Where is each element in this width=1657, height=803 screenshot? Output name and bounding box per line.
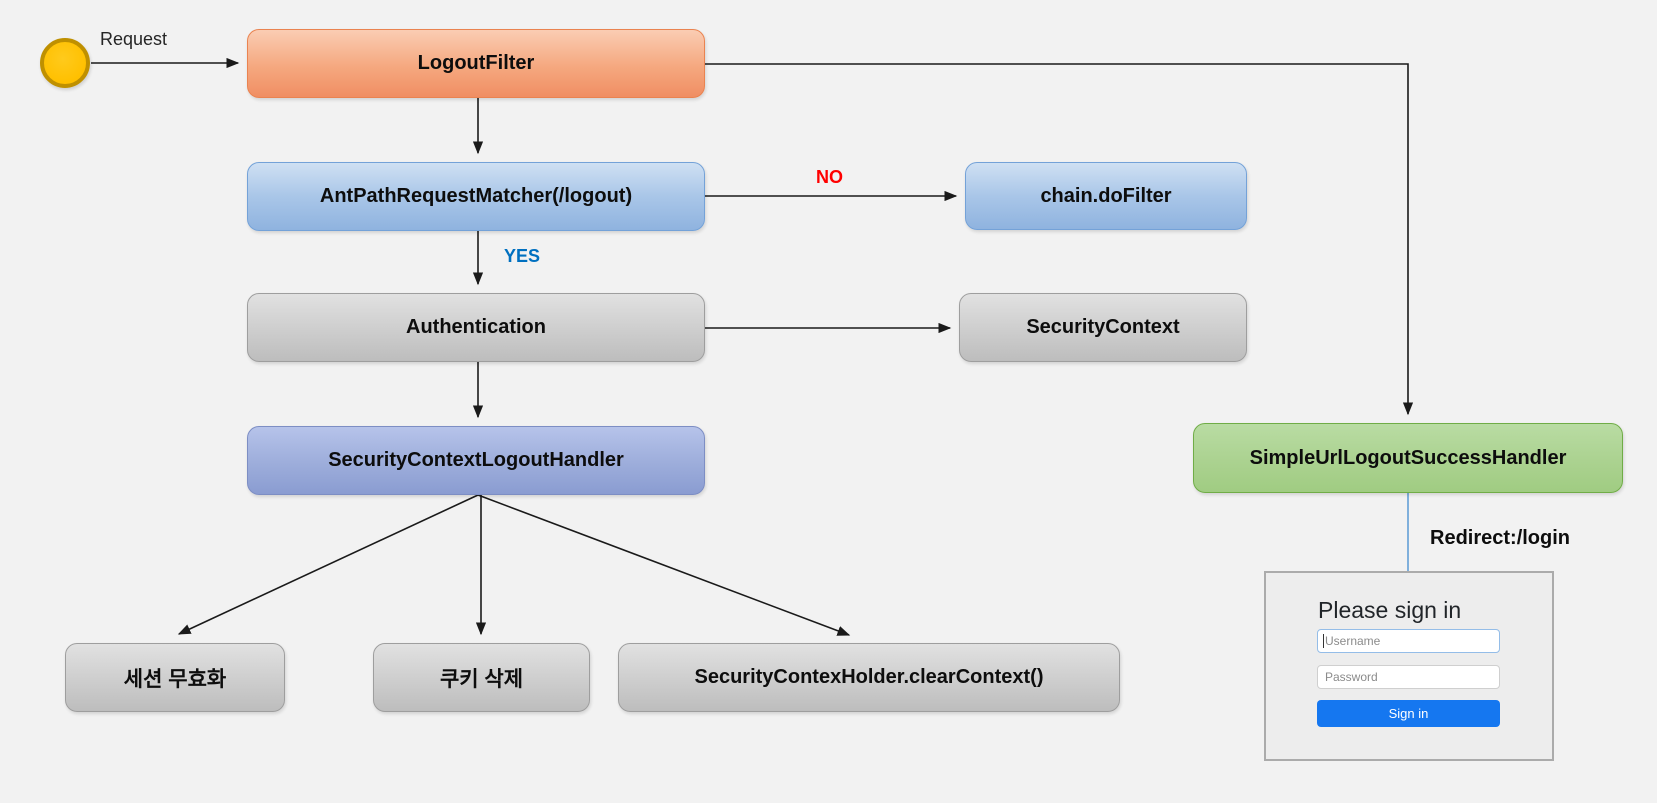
- node-security-context-logout-handler: SecurityContextLogoutHandler: [247, 426, 705, 495]
- login-form-title: Please sign in: [1318, 597, 1462, 623]
- no-edge-label: NO: [816, 167, 843, 187]
- redirect-login-label: Redirect:/login: [1430, 527, 1571, 549]
- wire-logouthandler-to-clearcontext: [477, 494, 851, 636]
- node-ant-path-request-matcher: AntPathRequestMatcher(/logout): [247, 162, 705, 231]
- node-session-invalidation: 세션 무효화: [65, 643, 285, 712]
- node-cookie-delete: 쿠키 삭제: [373, 643, 590, 712]
- username-input[interactable]: [1317, 629, 1500, 653]
- node-logout-filter: LogoutFilter: [247, 29, 705, 98]
- node-simple-url-logout-success-handler: SimpleUrlLogoutSuccessHandler: [1193, 423, 1623, 493]
- yes-edge-label: YES: [504, 246, 541, 266]
- node-clear-context: SecurityContexHolder.clearContext(): [618, 643, 1120, 712]
- node-chain-do-filter: chain.doFilter: [965, 162, 1247, 230]
- wire-logouthandler-to-session: [177, 494, 479, 635]
- wire-logoutfilter-to-successhandler: [705, 63, 1414, 416]
- request-label: Request: [100, 29, 168, 49]
- node-security-context: SecurityContext: [959, 293, 1247, 362]
- node-authentication: Authentication: [247, 293, 705, 362]
- start-circle: [40, 38, 90, 88]
- sign-in-button[interactable]: Sign in: [1317, 700, 1500, 727]
- login-form: Please sign in Sign in: [1264, 571, 1554, 761]
- password-input[interactable]: [1317, 665, 1500, 689]
- text-cursor: [1323, 634, 1324, 648]
